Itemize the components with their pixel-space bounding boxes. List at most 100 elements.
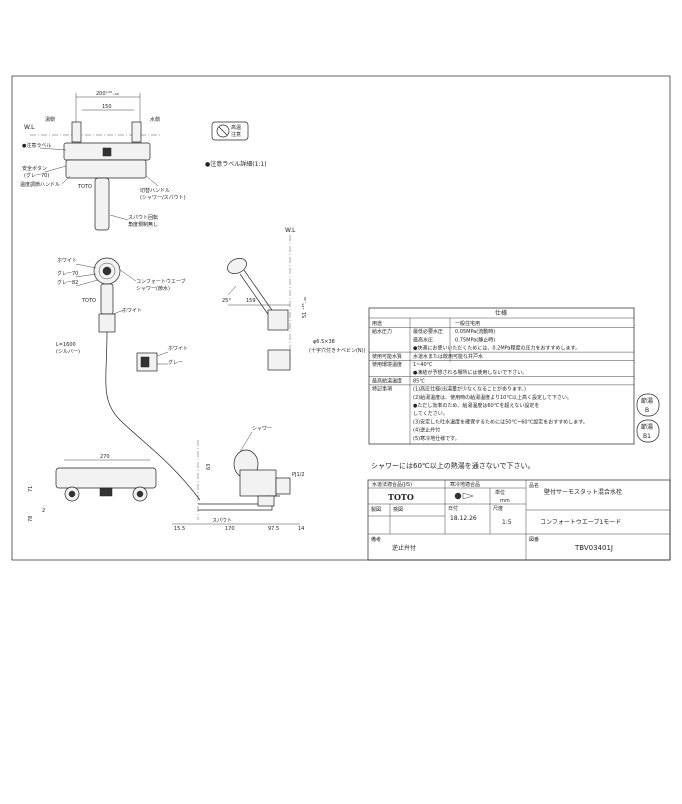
spec-cell-a: 使用環境温度 (372, 361, 402, 368)
dim-side-2: 2 (42, 508, 45, 514)
spec-cell-c: (5)寒冷地仕様です。 (413, 435, 460, 442)
spec-cell-a: 給水圧力 (372, 328, 392, 335)
name-label: 品名 (529, 482, 539, 489)
badge-line2: 注意 (231, 131, 241, 138)
shower-hose (105, 331, 201, 501)
note-label: 備考 (371, 536, 381, 543)
jis-label: 水道法適合品(JIS) (372, 481, 412, 488)
spec-cell-c: 0.75MPa(静止時) (455, 336, 495, 343)
gray-callout: グレー (168, 359, 183, 366)
water-saving-badge-b: 節湯 B (636, 393, 660, 417)
spec-cell-c: (1)高圧仕様(出湯量が少なくなることがあります。) (413, 386, 526, 393)
spec-cell-c: (3)安定した吐水温度を確保するためには50℃~60℃設定をおすすめします。 (413, 418, 588, 425)
cold-side-label: 水側 (150, 116, 160, 123)
hose-length: L=1600 (56, 342, 76, 348)
spec-cell-a: 特記事項 (372, 386, 392, 393)
shower-head-front-view: ホワイト グレー70 グレー82 コンフォートウエーブ シャワー(節水) TOT… (56, 257, 201, 501)
product-sub: コンフォートウエーブ1モード (540, 518, 621, 526)
switch-handle-callout: 切替ハンドル (140, 187, 170, 194)
brand-logo: TOTO (388, 492, 414, 502)
dim-shower-offset: 159 (246, 298, 256, 304)
spec-cell-b: 最高水圧 (413, 336, 433, 343)
toto-logo-head: TOTO (81, 298, 96, 304)
dim-15-5: 15.5 (174, 526, 185, 532)
date-value: 18.12.26 (450, 515, 477, 522)
wl-right-label: W.L (285, 227, 296, 234)
dim-front-width: 270 (100, 454, 110, 460)
dim-14: 14 (298, 526, 304, 532)
shower-warning-text: シャワーには60℃以上の熱湯を通さないで下さい。 (371, 461, 535, 470)
spout-label: スパウト (212, 517, 232, 524)
caution-badge: 高温 注意 ●注意ラベル詳細(1:1) (205, 121, 267, 168)
spec-cell-c: ●凍結が予想される場所には使用しないで下さい。 (413, 369, 527, 376)
toto-logo-top: TOTO (77, 184, 92, 190)
water-saving-badge-b1: 節湯 B1 (636, 419, 660, 443)
scale-label: 尺度 (493, 505, 503, 512)
comfort-wave-callout: コンフォートウエーブ (136, 278, 186, 285)
unit-label: 単位 (495, 489, 505, 496)
top-view: 200⁺²⁵₋₅₀ 150 W.L 湯側 水側 ●注意ラベル 安全ボタン (グレ… (20, 91, 186, 231)
badge-b-grade: B (645, 407, 649, 414)
switch-handle-sub: (シャワー/スパウト) (140, 194, 186, 201)
gray70-callout: グレー70 (57, 270, 78, 277)
faucet-side-view: シャワー スパウト 63 PJ1/2 15.5 170 97.5 14 (172, 426, 305, 532)
check-label: 検図 (393, 506, 403, 513)
spec-cell-c: 一般住宅用 (455, 320, 480, 327)
spec-cell-a: 最高給湯温度 (372, 377, 402, 384)
hose-color: (シルバー) (56, 349, 80, 355)
spec-cell-c: してください。 (413, 410, 448, 417)
dim-side-78: 78 (28, 516, 34, 522)
dim-63: 63 (206, 464, 212, 470)
badge-b1-label: 節湯 (641, 423, 653, 431)
dim-pipe-dia: φ6.5×38 (313, 339, 335, 345)
drawing-no-label: 図番 (529, 536, 539, 543)
white-callout-1: ホワイト (57, 258, 77, 264)
spout-rotation-callout: スパウト回転 (128, 214, 158, 221)
scale-value: 1:5 (502, 519, 512, 526)
white-callout-2: ホワイト (122, 308, 142, 314)
dim-spout-len: 170 (225, 526, 235, 532)
spec-title: 仕様 (495, 309, 507, 317)
dim-pj: PJ1/2 (292, 472, 305, 478)
safety-button-callout: 安全ボタン (22, 165, 47, 172)
spout-top-view (94, 177, 110, 231)
title-block: 水道法適合品(JIS) 寒冷地適合品 TOTO 単位 mm 日付 18.12.2… (367, 479, 671, 561)
dim-angle: 25° (222, 298, 231, 304)
safety-button-color: (グレー70) (24, 172, 49, 179)
spec-cell-a: 用途 (372, 320, 382, 327)
shower-side-view: W.L 25° 159 51 ⁺¹⁵₋₄₀ φ6.5×38 (十字穴付きナベビン… (222, 227, 366, 371)
badge-line1: 高温 (231, 124, 241, 131)
caution-label-callout: ●注意ラベル (22, 142, 51, 149)
spec-cell-c: ●ただし効率のため、給湯温度は60℃を超えない設定を (413, 402, 539, 409)
dim-height-tol: 51 ⁺¹⁵₋₄₀ (302, 297, 308, 318)
spec-cell-b: 最低必要水圧 (413, 328, 443, 335)
dim-pipe-note: (十字穴付きナベビン(N)) (309, 347, 366, 354)
drawing-number: TBV03401J (574, 544, 613, 552)
product-name: 壁付サーモスタット混合水栓 (544, 488, 622, 496)
spec-cell-c: 1~40℃ (413, 362, 433, 368)
gray82-callout: グレー82 (57, 279, 78, 286)
comfort-wave-sub: シャワー(節水) (136, 285, 170, 292)
caution-detail-title: ●注意ラベル詳細(1:1) (205, 160, 267, 168)
cold-area-label: 寒冷地適合品 (450, 481, 480, 488)
faucet-front-view: 270 71 2 78 (28, 454, 157, 522)
badge-b1-grade: B1 (643, 433, 651, 440)
spec-cell-c: (2)給湯温度は、使用時の給湯温度より10℃以上高く設定して下さい。 (413, 394, 572, 401)
badge-b-label: 節湯 (641, 397, 653, 405)
white-callout-3: ホワイト (168, 346, 188, 352)
unit-value: mm (500, 498, 510, 504)
temp-handle-callout: 温度調節ハンドル (20, 181, 60, 188)
projection-symbol-icon (454, 492, 462, 500)
spout-rotation-sub: 角度規制無し (128, 221, 158, 228)
dim-side-71: 71 (28, 486, 34, 492)
dim-top-center: 150 (102, 104, 112, 110)
spec-cell-c: 0.05MPa(流動時) (455, 328, 495, 335)
spec-cell-a: 使用可能水質 (372, 353, 402, 360)
water-saving-badges: 節湯 B 節湯 B1 (636, 393, 660, 443)
drawing-border (11, 75, 671, 561)
dim-97-5: 97.5 (268, 526, 279, 532)
